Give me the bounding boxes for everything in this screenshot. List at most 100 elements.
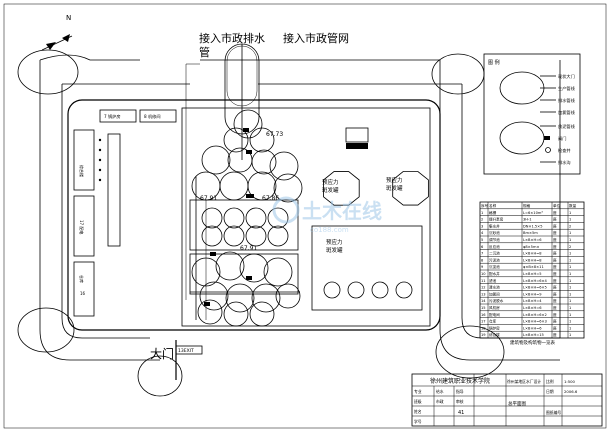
table-cell: 11 [481, 279, 486, 283]
left-building-b [73, 195, 95, 257]
table-cell: 4 [481, 231, 484, 235]
outlet-pipes [185, 43, 260, 300]
tank-a-label-1: 预应力 [322, 178, 339, 186]
table-cell: 座 [553, 319, 557, 324]
gate-label: 大门 [150, 346, 174, 361]
tb-label: 姓名 [414, 409, 422, 414]
legend-symbol [499, 71, 545, 105]
legend-item: 现状大门 [558, 73, 575, 80]
table-cell: 座 [553, 298, 557, 303]
table-cell: 1 [569, 238, 571, 242]
table-cell: L×B×H=6×5 [523, 286, 547, 290]
table-cell: 配电间 [489, 312, 500, 317]
table-cell: φ8×5m× [523, 245, 539, 249]
table-cell: 13 [481, 292, 486, 296]
table-cell: L×B×H=6 [523, 306, 542, 310]
reservoir [311, 225, 423, 311]
table-cell: 格栅 [489, 210, 497, 215]
legend-item: 生产管线 [558, 85, 576, 92]
table-cell: 2 [481, 218, 483, 222]
table-header: 名称 [489, 203, 497, 208]
table-cell: 16 [481, 313, 486, 317]
small-building-fill [346, 143, 368, 149]
drain-label: 接入市政排水 [199, 31, 265, 45]
table-cell: 1 [569, 231, 571, 235]
tb-label: 指导 [456, 389, 464, 394]
table-cell: 座 [553, 264, 557, 269]
table-cell: 8 [481, 258, 484, 262]
table-cell: 3H-1 [523, 218, 532, 222]
watermark-text: 土木在线 [302, 199, 382, 223]
table-cell: 17 [481, 320, 486, 324]
legend-item: 检查井 [558, 147, 571, 154]
table-cell: 3 [481, 224, 483, 228]
table-cell: 6 [481, 245, 484, 249]
table-cell: 12 [481, 286, 486, 290]
table-cell: 反应池 [489, 244, 500, 249]
table-cell: 1 [569, 313, 571, 317]
road-corner [137, 355, 183, 397]
legend-box [483, 53, 581, 175]
table-cell: 9 [481, 265, 484, 269]
drawing-note: 图纸编号 [546, 410, 561, 415]
tank-b-label-1: 预应力 [386, 176, 403, 184]
left-building-a [73, 129, 95, 191]
title-block [411, 373, 603, 427]
tb-label: 审核 [456, 399, 464, 404]
table-cell: 座 [553, 230, 557, 235]
legend-item: 排水管线 [558, 97, 576, 104]
table-cell: 1 [569, 265, 571, 269]
sheet-number: 41 [458, 410, 464, 416]
table-cell: 座 [553, 244, 557, 249]
tb-value: 给水 [436, 389, 444, 394]
table-cell: 座 [553, 285, 557, 290]
tb-label: 学号 [414, 419, 422, 424]
school-name: 徐州建筑职业技术学院 [430, 377, 490, 385]
tank-b [392, 171, 429, 206]
building-dots [98, 138, 102, 182]
legend-symbol [544, 136, 550, 140]
elevation-label: 67.91 [240, 245, 257, 252]
table-cell: 1 [569, 286, 571, 290]
table-cell: 1 [569, 333, 571, 337]
table-cell: 1 [481, 211, 483, 215]
treatment-cluster [189, 109, 303, 327]
elevation-label: 67.91 [200, 195, 217, 202]
table-cell: 二沉池 [489, 251, 500, 256]
gate-note: 13EXIT [178, 348, 194, 354]
table-cell: 座 [553, 251, 557, 256]
table-cell: 19 [481, 333, 486, 337]
table-cell: 座 [553, 278, 557, 283]
plant-area [181, 107, 431, 327]
table-cell: 10 [481, 272, 486, 276]
project-name: 徐州某地区水厂设计 [507, 379, 541, 384]
table-cell: 1 [569, 252, 571, 256]
tb-label: 比例 [546, 379, 554, 384]
table-cell: 1 [569, 218, 571, 222]
table-cell: 调节池 [489, 237, 500, 242]
table-cell: 1 [569, 211, 571, 215]
table-cell: L×B×H=9 [523, 292, 542, 296]
table-cell: L×B×H=6 [523, 238, 542, 242]
table-cell: 1 [569, 279, 571, 283]
table-cell: 清水池 [489, 285, 500, 290]
table-header: 数量 [569, 203, 577, 208]
table-cell: 座 [553, 237, 557, 242]
valve-markers [204, 128, 254, 306]
table-cell: 座 [553, 332, 557, 337]
tb-value: 市政 [436, 399, 444, 404]
table-cell: 沉砂池 [489, 230, 500, 235]
tank-c-label-1: 预应力 [326, 238, 343, 246]
table-cell: L×B×H=4 [523, 299, 542, 303]
table-cell: 1 [569, 272, 571, 276]
table-cell: 座 [553, 257, 557, 262]
table-header: 单位 [553, 203, 561, 208]
table-cell: 锅炉房 [489, 325, 500, 330]
watermark-sub: co188.com [310, 226, 349, 234]
legend-item: 放泥管线 [558, 123, 576, 130]
table-cell: 加氯间 [489, 291, 500, 296]
table-cell: 1 [569, 299, 571, 303]
